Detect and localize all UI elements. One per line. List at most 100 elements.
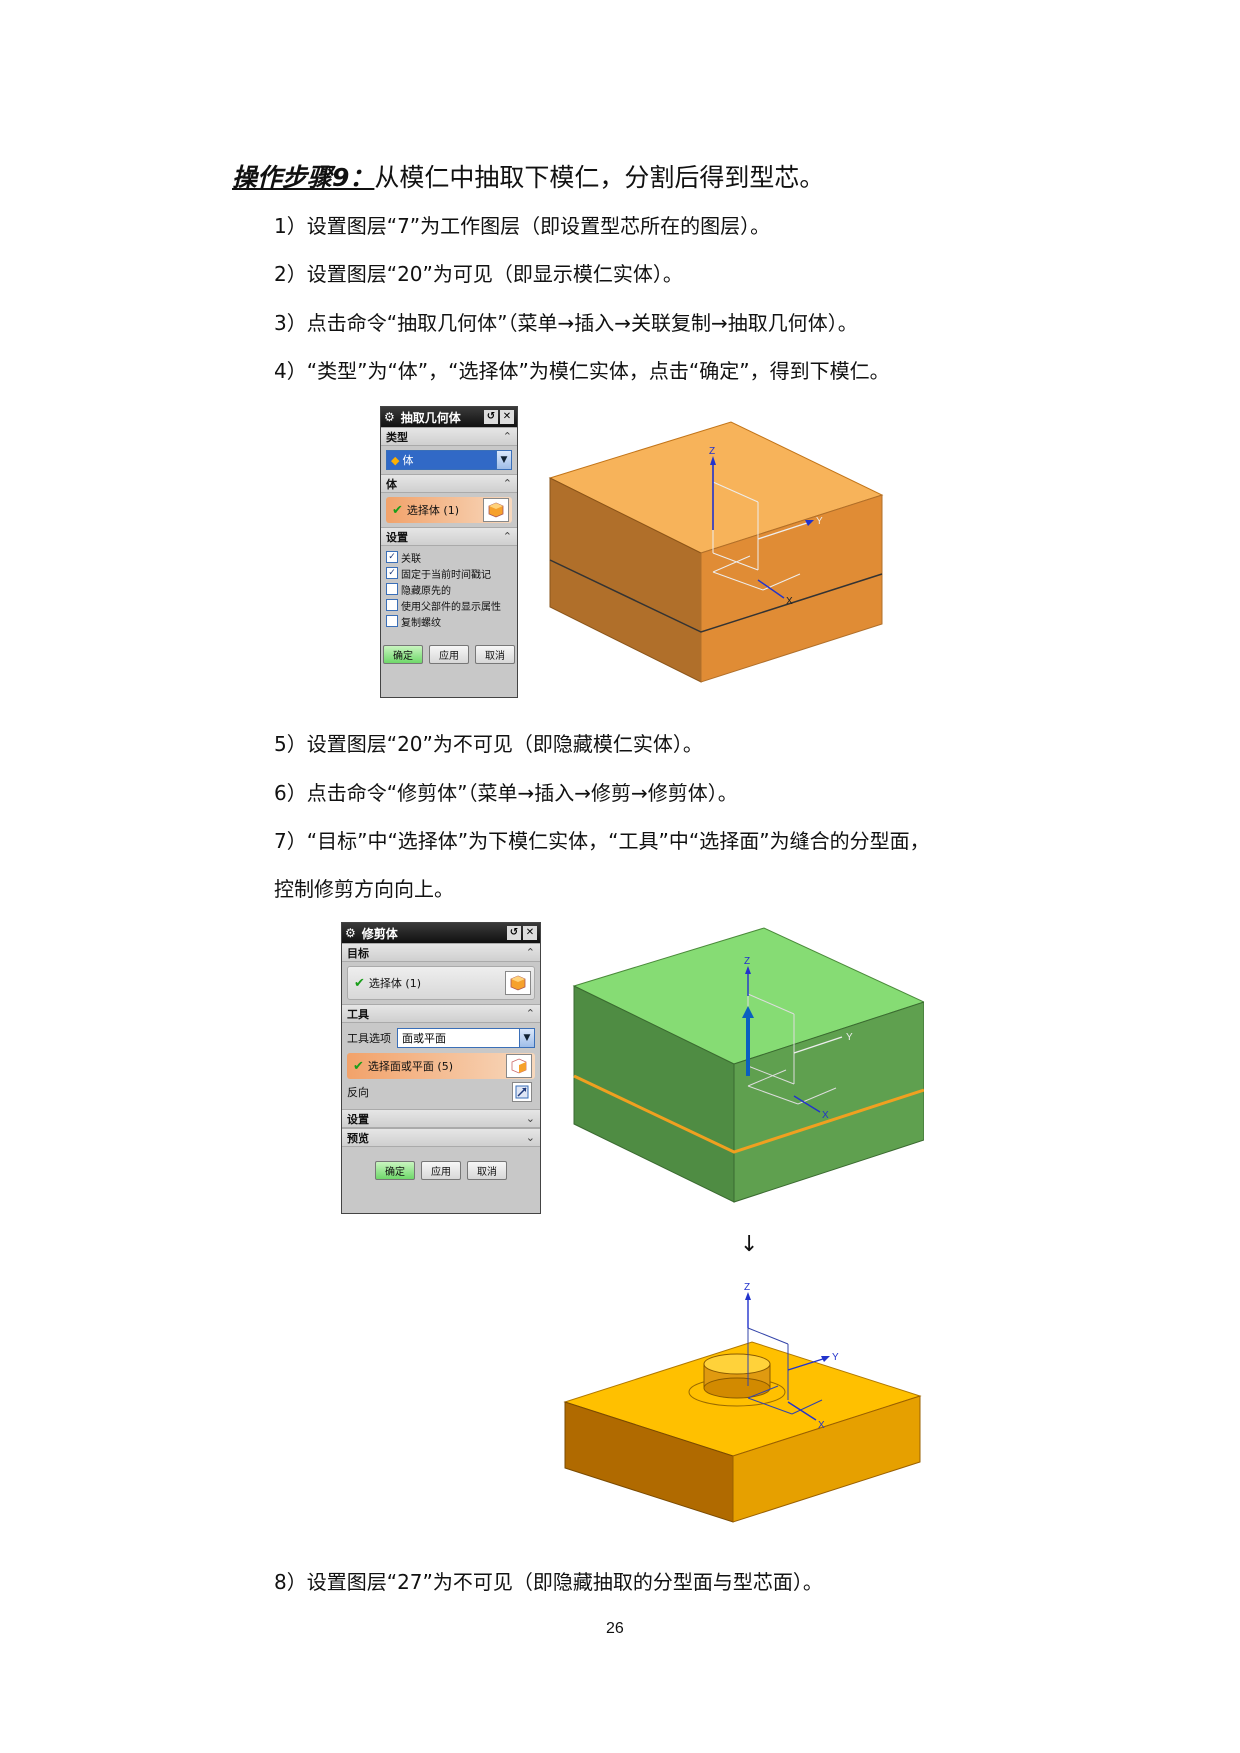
type-select-value: 体 [402,454,414,467]
select-body-button[interactable] [505,971,531,995]
step-2: 2）设置图层“20”为可见（即显示模仁实体）。 [274,262,683,286]
cube-icon [488,502,504,518]
x-axis-label: X [818,1420,825,1431]
cancel-button[interactable]: 取消 [475,645,515,664]
dialog-titlebar: ⚙ 抽取几何体 ↺ ✕ [381,407,517,427]
dialog-titlebar: ⚙ 修剪体 ↺ ✕ [342,923,540,943]
section-settings[interactable]: 设置 ⌄ [342,1109,540,1128]
datum-csys [747,1327,823,1415]
select-face-row[interactable]: ✔ 选择面或平面 (5) [347,1053,535,1079]
chevron-up-icon: ⌃ [502,477,512,490]
cancel-button[interactable]: 取消 [467,1161,507,1180]
section-settings-label: 设置 [386,530,408,544]
gear-icon[interactable]: ⚙ [384,410,395,424]
tool-option-select[interactable]: 面或平面 ▼ [397,1028,535,1048]
select-body-row[interactable]: ✔ 选择体 (1) [386,497,512,523]
type-select[interactable]: ◆体 ▼ [386,450,512,470]
option-label: 复制螺纹 [401,617,441,629]
y-axis [787,1357,827,1371]
heading-text: 从模仁中抽取下模仁，分割后得到型芯。 [374,163,825,192]
chevron-down-icon[interactable]: ▼ [519,1029,534,1047]
step-heading: 操作步骤9：从模仁中抽取下模仁，分割后得到型芯。 [232,158,824,194]
option-label: 关联 [401,553,421,565]
chevron-down-icon: ⌄ [525,1112,535,1125]
checkbox-unchecked[interactable] [386,599,398,611]
select-face-button[interactable] [506,1054,532,1078]
dialog-title: 抽取几何体 [400,410,461,425]
chevron-down-icon[interactable]: ▼ [496,451,511,469]
step-3: 3）点击命令“抽取几何体”（菜单→插入→关联复制→抽取几何体）。 [274,311,858,335]
chevron-up-icon: ⌃ [502,530,512,543]
step-4: 4）“类型”为“体”，“选择体”为模仁实体，点击“确定”，得到下模仁。 [274,359,890,383]
parting-line [573,1074,924,1154]
x-axis [757,579,785,599]
core-result-view: Z Y X [563,1282,922,1523]
select-body-row[interactable]: ✔ 选择体 (1) [347,966,535,1000]
tool-option-value: 面或平面 [398,1029,519,1047]
extract-geometry-dialog: ⚙ 抽取几何体 ↺ ✕ 类型⌃ ◆体 ▼ 体⌃ ✔ 选择体 (1) 设置⌃ ✓关… [380,406,518,698]
select-body-button[interactable] [483,498,509,522]
check-icon: ✔ [354,975,365,991]
section-settings-label: 设置 [347,1112,369,1126]
chevron-up-icon: ⌃ [525,1007,535,1020]
section-body-label: 体 [386,477,397,491]
step-7-cont: 控制修剪方向向上。 [274,877,454,901]
reverse-direction-button[interactable] [512,1082,532,1102]
close-icon[interactable]: ✕ [500,410,514,424]
section-target[interactable]: 目标 ⌃ [342,943,540,962]
cube-icon [510,975,526,991]
option-fix-timestamp[interactable]: ✓固定于当前时间戳记 [386,565,512,581]
select-body-label: 选择体 (1) [368,977,421,990]
option-label: 隐藏原先的 [401,585,451,597]
arrow-down-icon: ↓ [740,1232,759,1257]
section-type-label: 类型 [386,430,408,444]
select-body-label: 选择体 (1) [406,504,459,517]
apply-button[interactable]: 应用 [421,1161,461,1180]
gear-icon[interactable]: ⚙ [345,926,356,940]
option-hide-original[interactable]: 隐藏原先的 [386,581,512,597]
core-right-face [732,1395,921,1523]
reset-icon[interactable]: ↺ [484,410,498,424]
section-body[interactable]: 体⌃ [381,474,517,493]
checkbox-unchecked[interactable] [386,615,398,627]
chevron-up-icon: ⌃ [502,430,512,443]
y-axis [793,1036,843,1054]
section-tool[interactable]: 工具⌃ [342,1004,540,1023]
option-parent-display[interactable]: 使用父部件的显示属性 [386,597,512,613]
section-type[interactable]: 类型 ⌃ [381,427,517,446]
section-settings[interactable]: 设置 ⌃ [381,527,517,546]
checkbox-unchecked[interactable] [386,583,398,595]
checkbox-checked[interactable]: ✓ [386,551,398,563]
step-7: 7）“目标”中“选择体”为下模仁实体，“工具”中“选择面”为缝合的分型面， [274,829,930,853]
y-axis-label: Y [832,1352,839,1363]
option-associative[interactable]: ✓关联 [386,549,512,565]
chevron-up-icon: ⌃ [525,946,535,959]
x-axis-label: X [822,1110,829,1121]
section-preview-label: 预览 [347,1131,369,1145]
ok-button[interactable]: 确定 [375,1161,415,1180]
check-icon: ✔ [392,502,403,518]
cube-icon [511,1058,527,1074]
mold-block-view: Z Y X [548,421,884,683]
step-6: 6）点击命令“修剪体”（菜单→插入→修剪→修剪体）。 [274,781,738,805]
option-copy-threads[interactable]: 复制螺纹 [386,613,512,629]
check-icon: ✔ [353,1058,364,1074]
step-8: 8）设置图层“27”为不可见（即隐藏抽取的分型面与型芯面）。 [274,1570,823,1594]
reset-icon[interactable]: ↺ [507,926,521,940]
body-icon: ◆ [391,453,400,467]
chevron-down-icon: ⌄ [525,1131,535,1144]
apply-button[interactable]: 应用 [429,645,469,664]
section-target-label: 目标 [347,946,369,960]
x-axis [787,1401,817,1421]
page-number: 26 [606,1620,624,1637]
z-axis-label: Z [744,1282,750,1293]
step-5: 5）设置图层“20”为不可见（即隐藏模仁实体）。 [274,732,703,756]
select-face-label: 选择面或平面 (5) [367,1060,453,1073]
checkbox-checked[interactable]: ✓ [386,567,398,579]
z-axis-label: Z [709,446,715,457]
reverse-direction-icon [515,1085,529,1099]
reverse-label: 反向 [347,1086,369,1099]
ok-button[interactable]: 确定 [383,645,423,664]
section-preview[interactable]: 预览 ⌄ [342,1128,540,1147]
close-icon[interactable]: ✕ [523,926,537,940]
